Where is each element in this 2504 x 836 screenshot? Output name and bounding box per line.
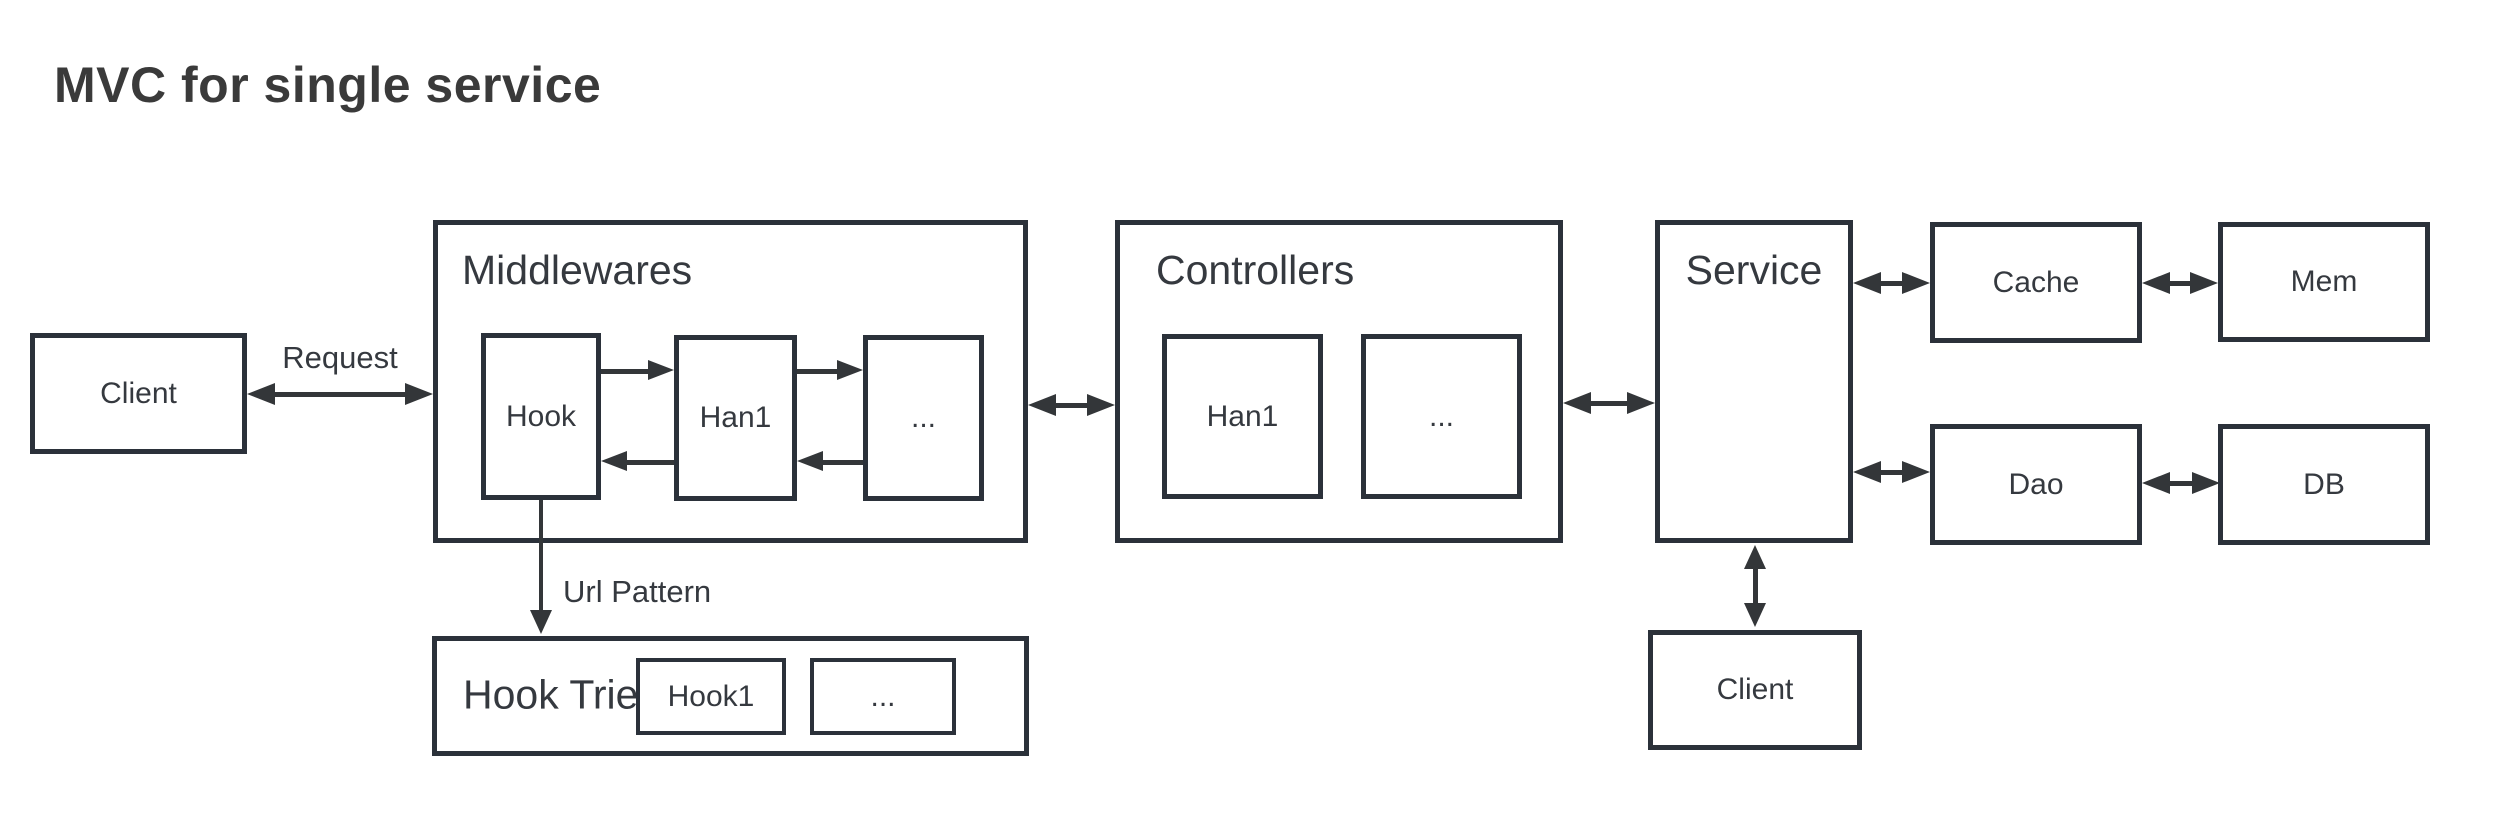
node-cache: Cache: [1930, 222, 2142, 343]
arrow-han1-to-hook: [601, 450, 674, 474]
panel-service-label: Service: [1685, 247, 1823, 293]
arrow-service-dao: [1853, 460, 1930, 484]
arrow-head-right: [1627, 392, 1655, 414]
node-client-left: Client: [30, 333, 247, 454]
arrow-head-right: [2190, 272, 2218, 294]
arrow-head-right: [2192, 472, 2220, 494]
panel-middlewares-label: Middlewares: [462, 247, 693, 293]
node-db: DB: [2218, 424, 2430, 545]
node-hook-label: Hook: [505, 399, 577, 433]
node-middlewares-han1-label: Han1: [699, 401, 772, 434]
arrow-service-client: [1743, 545, 1767, 627]
arrow-line: [601, 368, 652, 374]
arrow-line: [1873, 469, 1910, 475]
arrow-head-left: [1028, 394, 1056, 416]
node-mem: Mem: [2218, 222, 2430, 342]
arrow-head-left: [2142, 472, 2170, 494]
arrow-more-to-han1: [797, 450, 863, 474]
arrow-head-down: [530, 610, 552, 634]
node-mem-label: Mem: [2290, 265, 2358, 298]
request-label: Request: [282, 340, 398, 375]
arrow-head-left: [797, 451, 823, 471]
panel-hook-trie-label: Hook Trie: [463, 671, 639, 718]
node-hook: Hook: [481, 333, 601, 500]
arrow-head-down: [1744, 603, 1766, 627]
arrow-hook-to-han1: [601, 359, 674, 383]
arrow-middlewares-controllers: [1028, 393, 1115, 417]
arrow-line: [1585, 400, 1633, 406]
arrow-head-right: [648, 360, 674, 380]
arrow-line: [623, 459, 674, 465]
node-middlewares-han1: Han1: [674, 335, 797, 501]
node-hook1-label: Hook1: [667, 679, 755, 713]
node-db-label: DB: [2303, 467, 2345, 501]
node-controllers-han1: Han1: [1162, 334, 1323, 499]
diagram-title: MVC for single service: [54, 57, 602, 113]
node-controllers-more: ...: [1361, 334, 1522, 499]
node-client-bottom: Client: [1648, 630, 1862, 750]
arrow-line: [2162, 280, 2198, 286]
arrow-controllers-service: [1563, 391, 1655, 415]
arrow-line: [2162, 480, 2200, 486]
arrow-head-left: [1563, 392, 1591, 414]
arrow-client-middlewares: [247, 382, 433, 406]
node-hooktrie-more: ...: [810, 658, 956, 735]
arrow-line: [539, 500, 543, 616]
arrow-han1-to-more: [797, 359, 863, 383]
node-hooktrie-more-label: ...: [870, 679, 896, 713]
arrow-line: [819, 459, 863, 465]
node-middlewares-more: ...: [863, 335, 984, 501]
arrow-head-right: [1902, 461, 1930, 483]
arrow-line: [1050, 402, 1093, 408]
node-middlewares-more-label: ...: [910, 401, 936, 434]
arrow-head-left: [1853, 461, 1881, 483]
node-dao-label: Dao: [2008, 467, 2064, 501]
arrow-head-left: [601, 451, 627, 471]
arrow-service-cache: [1853, 271, 1930, 295]
node-cache-label: Cache: [1992, 265, 2080, 299]
arrow-head-left: [1853, 272, 1881, 294]
arrow-hook-to-hooktrie: [529, 500, 553, 634]
arrow-head-right: [1902, 272, 1930, 294]
arrow-head-right: [837, 360, 863, 380]
arrow-line: [1752, 563, 1758, 609]
node-controllers-more-label: ...: [1428, 399, 1454, 433]
arrow-dao-db: [2142, 471, 2220, 495]
url-pattern-label: Url Pattern: [563, 574, 712, 609]
node-hook1: Hook1: [636, 658, 786, 735]
node-client-bottom-label: Client: [1716, 673, 1794, 706]
arrow-head-left: [2142, 272, 2170, 294]
panel-controllers-label: Controllers: [1156, 247, 1355, 293]
arrow-head-right: [405, 383, 433, 405]
panel-service: Service: [1655, 220, 1853, 543]
arrow-head-up: [1744, 545, 1766, 569]
arrow-line: [269, 391, 411, 397]
arrow-cache-mem: [2142, 271, 2218, 295]
node-controllers-han1-label: Han1: [1206, 399, 1279, 433]
node-dao: Dao: [1930, 424, 2142, 545]
arrow-line: [797, 368, 841, 374]
arrow-line: [1873, 280, 1910, 286]
arrow-head-left: [247, 383, 275, 405]
arrow-head-right: [1087, 394, 1115, 416]
node-client-left-label: Client: [100, 376, 177, 410]
